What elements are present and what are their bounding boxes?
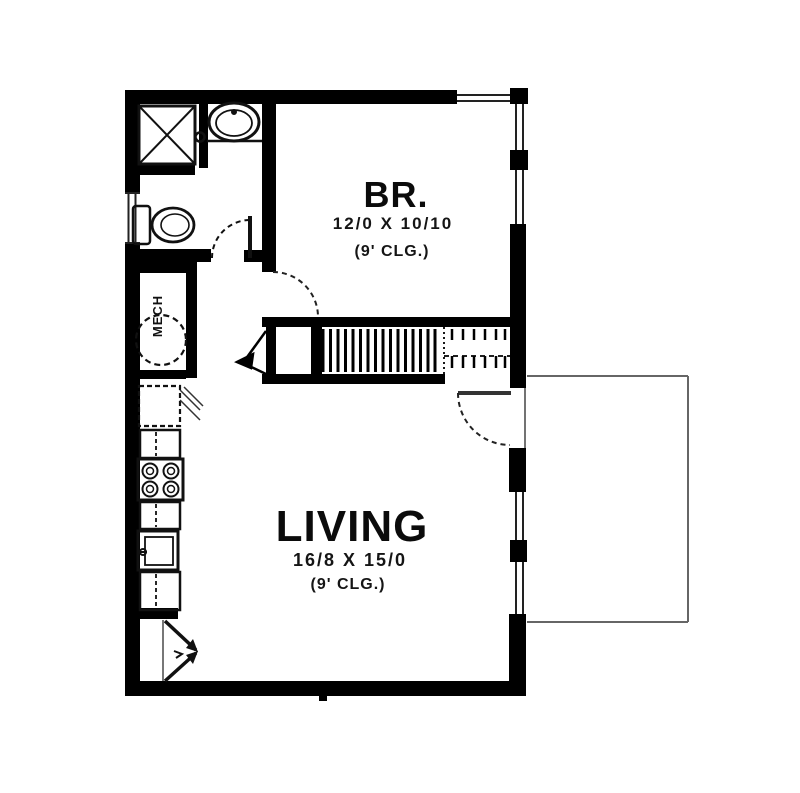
wall-window-mullion-br	[510, 150, 528, 170]
stair-treads	[321, 329, 437, 372]
wall-right-upper	[510, 224, 526, 388]
refrigerator	[137, 384, 182, 428]
burner	[162, 462, 180, 480]
wall-kitchen-end	[125, 608, 178, 619]
closet-bifold-doors	[162, 619, 198, 683]
bifold-arrow-bottom	[186, 651, 198, 664]
living-ceiling: (9' CLG.)	[310, 576, 385, 593]
hatch-line	[183, 386, 204, 407]
burner-center	[145, 466, 155, 476]
bifold-pull-mark	[173, 650, 185, 659]
room-labels: BR. 12/0 X 10/10 (9' CLG.) LIVING 16/8 X…	[276, 174, 453, 593]
wall-window-mullion-right	[510, 540, 527, 562]
shower	[137, 104, 206, 166]
bathroom-door	[211, 216, 252, 259]
kitchen	[136, 384, 204, 612]
water-heater	[134, 313, 188, 367]
sink-bowl-outer	[207, 101, 261, 143]
stairs	[234, 327, 510, 376]
bifold-arrow-top	[186, 639, 198, 652]
vanity-sink	[207, 101, 262, 143]
stair-railing	[443, 327, 510, 374]
toilet-bowl-outer	[150, 206, 196, 244]
wall-corner-post-top-right	[510, 88, 528, 104]
counter-mid	[138, 500, 182, 531]
arrow-head	[234, 351, 255, 370]
bedroom-dims: 12/0 X 10/10	[333, 214, 453, 233]
sink-drain	[231, 109, 237, 115]
burner-center	[166, 466, 176, 476]
deck-outline	[527, 375, 689, 623]
shower-x-line2	[138, 105, 196, 165]
wall-mech-bottom	[140, 370, 186, 379]
entry-door-swing-arc	[457, 392, 511, 446]
living-name: LIVING	[276, 502, 429, 551]
toilet	[131, 204, 196, 246]
wall-bath-south	[125, 249, 211, 262]
wall-bottom-center-tick	[319, 695, 327, 701]
bathroom-door-swing-arc	[211, 219, 251, 259]
range	[136, 457, 185, 502]
hatch-line	[179, 389, 201, 411]
wall-stair-top	[262, 317, 510, 327]
hatch-line	[179, 399, 201, 421]
living-dims: 16/8 X 15/0	[293, 550, 407, 570]
burner	[141, 462, 159, 480]
wall-left-lower	[125, 243, 140, 695]
counter-lower	[138, 570, 182, 612]
kitchen-sink	[136, 529, 180, 572]
entry-door	[457, 391, 511, 446]
shower-door-knob	[194, 131, 206, 143]
toilet-bowl-inner	[160, 213, 190, 237]
pantry-hatch	[179, 386, 204, 421]
wall-top	[125, 90, 457, 104]
burner-center	[166, 484, 176, 494]
kitchen-sink-outer	[136, 529, 180, 572]
bathroom	[131, 101, 262, 259]
range-body	[136, 457, 185, 502]
burner	[162, 480, 180, 498]
burner-center	[145, 484, 155, 494]
bedroom-door-swing-arc	[272, 271, 319, 318]
wall-bottom	[125, 681, 526, 696]
wall-shower-bottom	[125, 163, 195, 175]
wall-bath-door-stub	[244, 250, 262, 262]
wall-bath-br	[262, 104, 276, 272]
toilet-tank	[131, 204, 152, 246]
counter-upper	[138, 428, 182, 460]
doors	[162, 271, 511, 683]
bedroom-ceiling: (9' CLG.)	[354, 243, 429, 260]
wall-stair-landing-right	[311, 327, 322, 374]
wall-stair-landing-left	[266, 327, 276, 374]
mech-label: MECH	[150, 295, 165, 337]
mech-closet: MECH	[134, 295, 188, 367]
exterior-walls	[125, 88, 528, 701]
wall-stair-bottom	[262, 374, 445, 384]
kitchen-sink-basin	[144, 536, 174, 566]
wall-right-lower	[509, 614, 526, 696]
stair-direction-arrow	[234, 330, 268, 376]
wall-mech-top	[140, 262, 197, 273]
wall-entry-post	[509, 448, 526, 492]
bedroom-name: BR.	[364, 174, 429, 215]
wall-mech-right	[186, 262, 197, 378]
burner	[141, 480, 159, 498]
